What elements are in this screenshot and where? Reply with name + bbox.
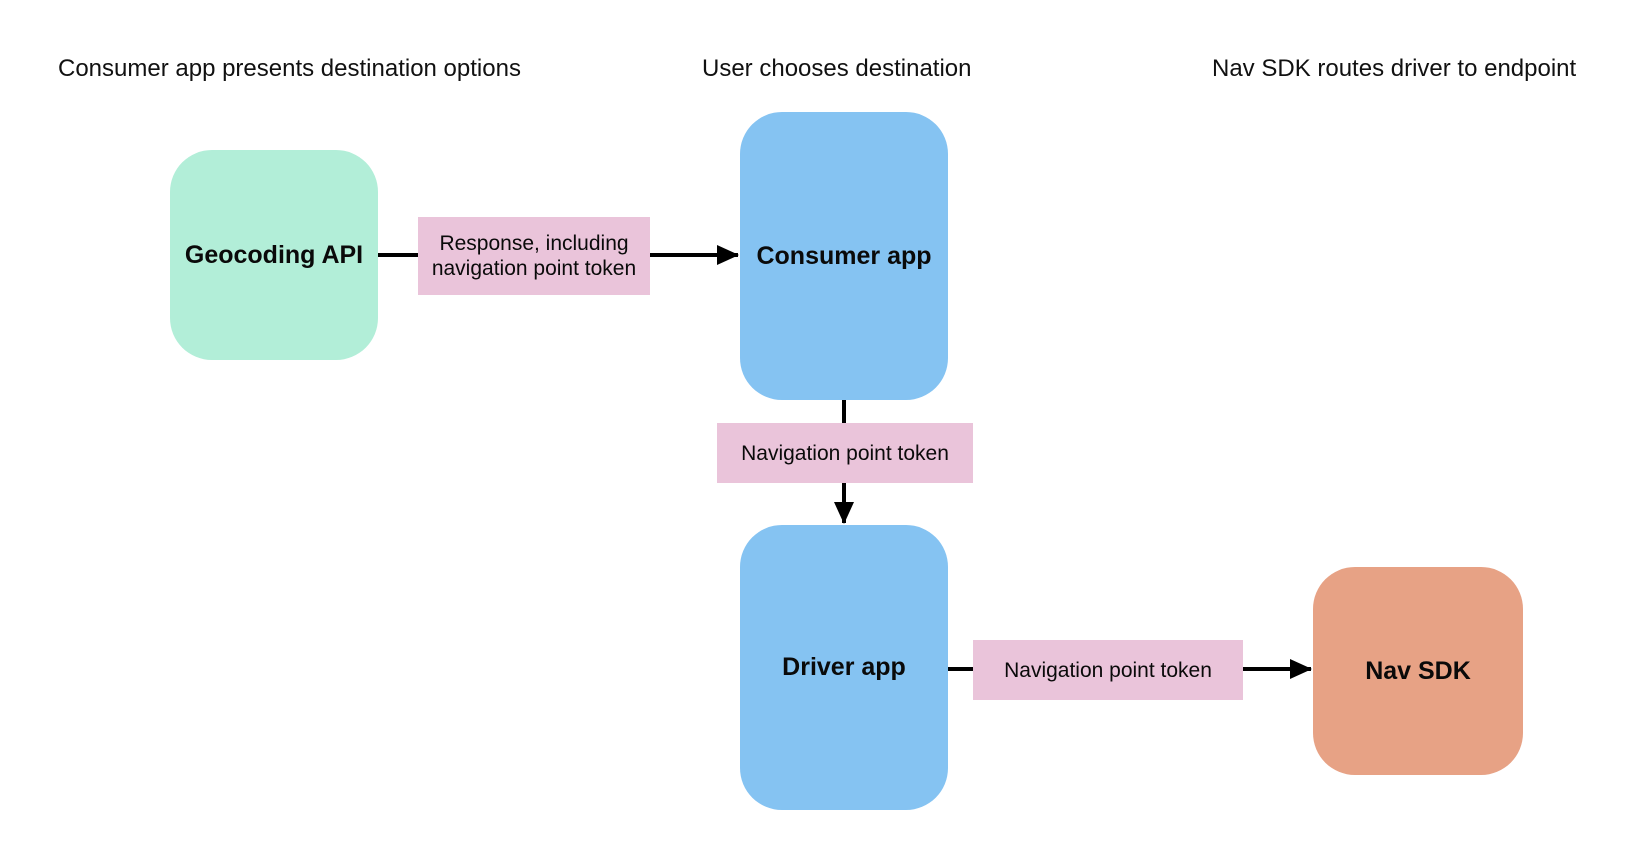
node-consumer-app-label: Consumer app: [756, 241, 932, 270]
column-header-nav-sdk-routes: Nav SDK routes driver to endpoint: [1212, 55, 1577, 82]
edge-label-token-mid-text: Navigation point token: [741, 441, 949, 465]
column-header-consumer-app-presents: Consumer app presents destination option…: [58, 55, 521, 82]
edge-label-token-right-text: Navigation point token: [1004, 658, 1212, 682]
node-nav-sdk-label: Nav SDK: [1365, 656, 1471, 685]
node-consumer-app: Consumer app: [740, 112, 948, 400]
node-nav-sdk: Nav SDK: [1313, 567, 1523, 775]
edge-label-response-text: Response, including navigation point tok…: [431, 232, 637, 280]
node-driver-app-label: Driver app: [782, 653, 906, 681]
node-geocoding-api: Geocoding API: [170, 150, 378, 360]
column-header-user-chooses: User chooses destination: [702, 55, 972, 82]
node-geocoding-api-label: Geocoding API: [184, 240, 364, 269]
edge-label-navigation-point-token-mid: Navigation point token: [717, 423, 973, 483]
node-driver-app: Driver app: [740, 525, 948, 810]
edge-label-navigation-point-token-right: Navigation point token: [973, 640, 1243, 700]
edge-label-response-including-token: Response, including navigation point tok…: [418, 217, 650, 295]
